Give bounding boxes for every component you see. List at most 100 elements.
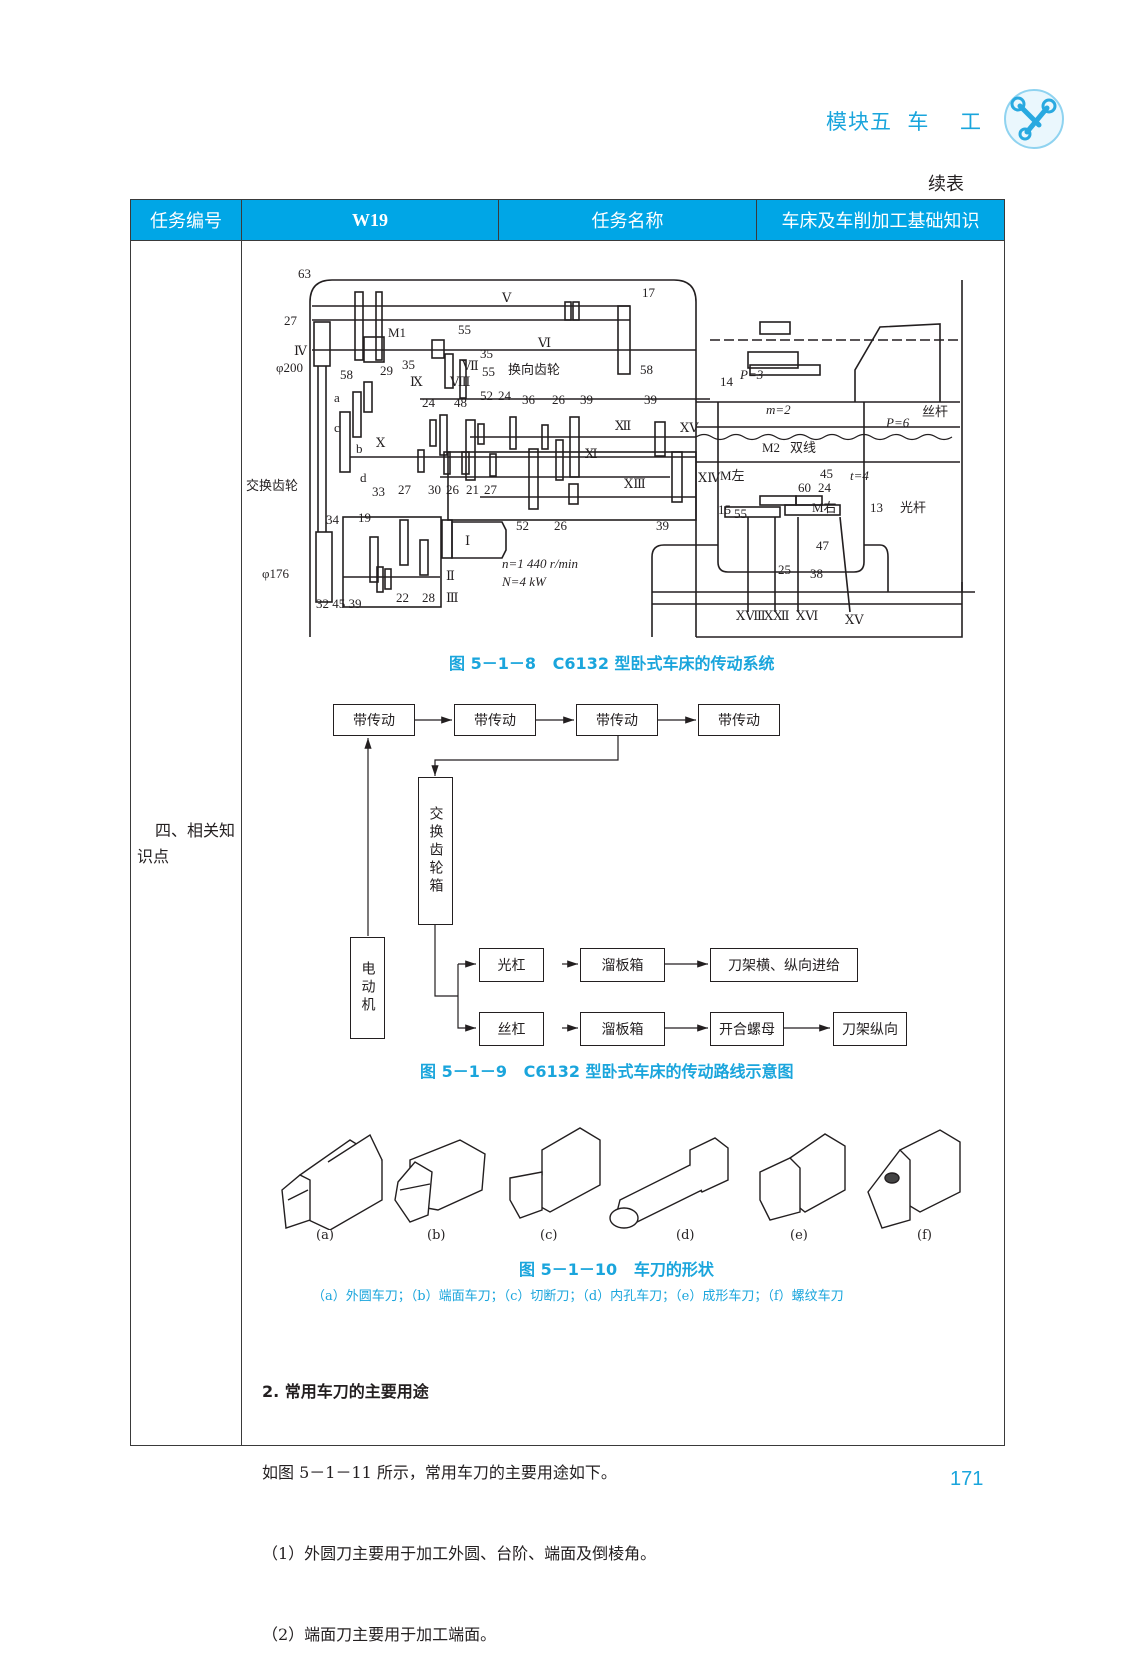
gear-label: 27 — [284, 313, 298, 328]
gear-label: 63 — [298, 266, 311, 281]
shaft-label: Ⅱ — [446, 568, 455, 583]
continued-label: 续表 — [928, 174, 964, 195]
gear-label: 39 — [656, 518, 669, 533]
pulley-label: φ200 — [276, 360, 303, 375]
wrench-pair-icon — [1003, 88, 1065, 150]
t-label: t=4 — [850, 468, 869, 483]
flow-box-apron-1: 溜板箱 — [580, 948, 665, 982]
shaft-label: ⅩⅥ — [796, 608, 818, 623]
clutch-label: M2 — [762, 440, 780, 455]
flow-box-belt-1: 带传动 — [333, 704, 415, 736]
gear-label: 39 — [580, 392, 593, 407]
tool-c — [509, 1127, 601, 1219]
gear-label: 34 — [326, 512, 340, 527]
tool-d — [609, 1137, 729, 1229]
shaft-label: Ⅷ — [449, 374, 470, 389]
section-line: （1）外圆刀主要用于加工外圆、台阶、端面及倒棱角。 — [262, 1544, 657, 1563]
shaft-label: Ⅰ — [465, 533, 470, 548]
connector — [434, 925, 458, 997]
shaft-label: Ⅴ — [501, 290, 512, 305]
figure-5-1-9-caption: 图 5－1－9 C6132 型卧式车床的传动路线示意图 — [420, 1062, 794, 1081]
flow-box-belt-3: 带传动 — [576, 704, 658, 736]
gear-label: 39 — [644, 392, 657, 407]
flow-box-belt-2: 带传动 — [454, 704, 536, 736]
diagram-labels: 63 27 Ⅳ φ200 58 29 M1 55 Ⅴ Ⅵ 17 58 35 35… — [246, 266, 948, 627]
gear-label: 33 — [372, 484, 385, 499]
gear-label: 27 — [484, 482, 498, 497]
task-table-header: 任务编号 W19 任务名称 车床及车削加工基础知识 — [130, 199, 1005, 241]
tool-b — [394, 1139, 486, 1223]
gear-label: 36 — [522, 392, 536, 407]
tool-label-e: (e) — [790, 1228, 808, 1243]
shaft-label: ⅩⅢ — [624, 476, 646, 491]
section-body: 2. 常用车刀的主要用途 如图 5－1－11 所示，常用车刀的主要用途如下。 （… — [262, 1324, 656, 1675]
shaft-label: Ⅹ — [376, 435, 386, 450]
flowchart-connectors — [364, 716, 830, 1032]
gear-label: 52 — [480, 388, 493, 403]
clutch-label: M1 — [388, 325, 406, 340]
gear-label: 38 — [810, 566, 823, 581]
side-cell — [130, 240, 242, 1446]
shaft-label: ⅩⅣ — [698, 470, 721, 485]
figure-5-1-8-caption: 图 5－1－8 C6132 型卧式车床的传动系统 — [449, 654, 775, 673]
arrow — [431, 736, 619, 776]
change-gear-letter: c — [334, 420, 340, 435]
page-number: 171 — [950, 1468, 984, 1490]
turning-tools-illustration — [281, 1127, 961, 1230]
clutch-label: M左 — [720, 468, 745, 483]
header-task-name-label: 任务名称 — [498, 199, 757, 241]
tool-label-b: (b) — [427, 1228, 446, 1243]
lathe-transmission-diagram: 63 27 Ⅳ φ200 58 29 M1 55 Ⅴ Ⅵ 17 58 35 35… — [246, 266, 975, 638]
gear-label: 52 — [516, 518, 529, 533]
gear-label: 35 — [480, 346, 493, 361]
shaft-label: Ⅻ — [615, 418, 631, 433]
flow-box-tool-feed: 刀架横、纵向进给 — [710, 948, 858, 982]
gear-label: 58 — [640, 362, 653, 377]
gear-label: 15 — [718, 502, 731, 517]
flow-box-motor: 电动机 — [350, 937, 385, 1039]
gear-label: 55 — [482, 364, 495, 379]
gear-label: 55 — [734, 506, 747, 521]
shaft-label: Ⅶ — [461, 358, 479, 373]
gear-label: 26 — [552, 392, 566, 407]
figure-5-1-10-caption: 图 5－1－10 车刀的形状 — [519, 1260, 714, 1279]
gear-label: 55 — [458, 322, 471, 337]
gear-label: 32 45 39 — [316, 596, 362, 611]
pulley-label: φ176 — [262, 566, 290, 581]
gear-label: 17 — [642, 285, 656, 300]
flow-box-apron-2: 溜板箱 — [580, 1012, 665, 1046]
shaft-label: ⅩⅤ — [680, 420, 699, 435]
side-label: 四、相关知识点 — [137, 821, 236, 866]
tool-label-d: (d) — [676, 1228, 695, 1243]
header-task-name-value: 车床及车削加工基础知识 — [756, 199, 1005, 241]
gear-label: 48 — [454, 395, 467, 410]
pitch-label: P=6 — [885, 415, 910, 430]
shaft-label: Ⅵ — [537, 335, 551, 350]
flow-box-change-gearbox: 交换齿轮箱 — [418, 777, 453, 925]
gear-label: 13 — [870, 500, 883, 515]
gear-label: 47 — [816, 538, 830, 553]
gear-label: 14 — [720, 374, 734, 389]
gear-label: 45 — [820, 466, 833, 481]
shaft-label: ⅩⅫ — [764, 608, 790, 623]
change-gear-label: 交换齿轮 — [246, 478, 298, 493]
tool-e — [759, 1133, 846, 1221]
gear-label: 58 — [340, 367, 353, 382]
module-label: m=2 — [766, 402, 791, 417]
gear-label: 24 — [498, 388, 512, 403]
motor-power-label: N=4 kW — [501, 574, 547, 589]
double-thread-label: 双线 — [790, 440, 816, 455]
gear-label: 26 — [554, 518, 568, 533]
gear-label: 22 — [396, 590, 409, 605]
feed-rod-label: 光杆 — [900, 500, 926, 515]
shaft-label: ⅩⅧ — [736, 608, 766, 623]
gear-label: 27 — [398, 482, 412, 497]
flow-box-feed-rod: 光杠 — [479, 948, 544, 982]
section-heading: 2. 常用车刀的主要用途 — [262, 1382, 429, 1401]
gear-label: 26 — [446, 482, 460, 497]
gear-label: 60 — [798, 480, 811, 495]
gear-label: 30 — [428, 482, 441, 497]
shaft-label: Ⅸ — [410, 374, 423, 389]
flow-box-lead-screw: 丝杠 — [479, 1012, 544, 1046]
reverse-gear-label: 换向齿轮 — [508, 362, 560, 377]
